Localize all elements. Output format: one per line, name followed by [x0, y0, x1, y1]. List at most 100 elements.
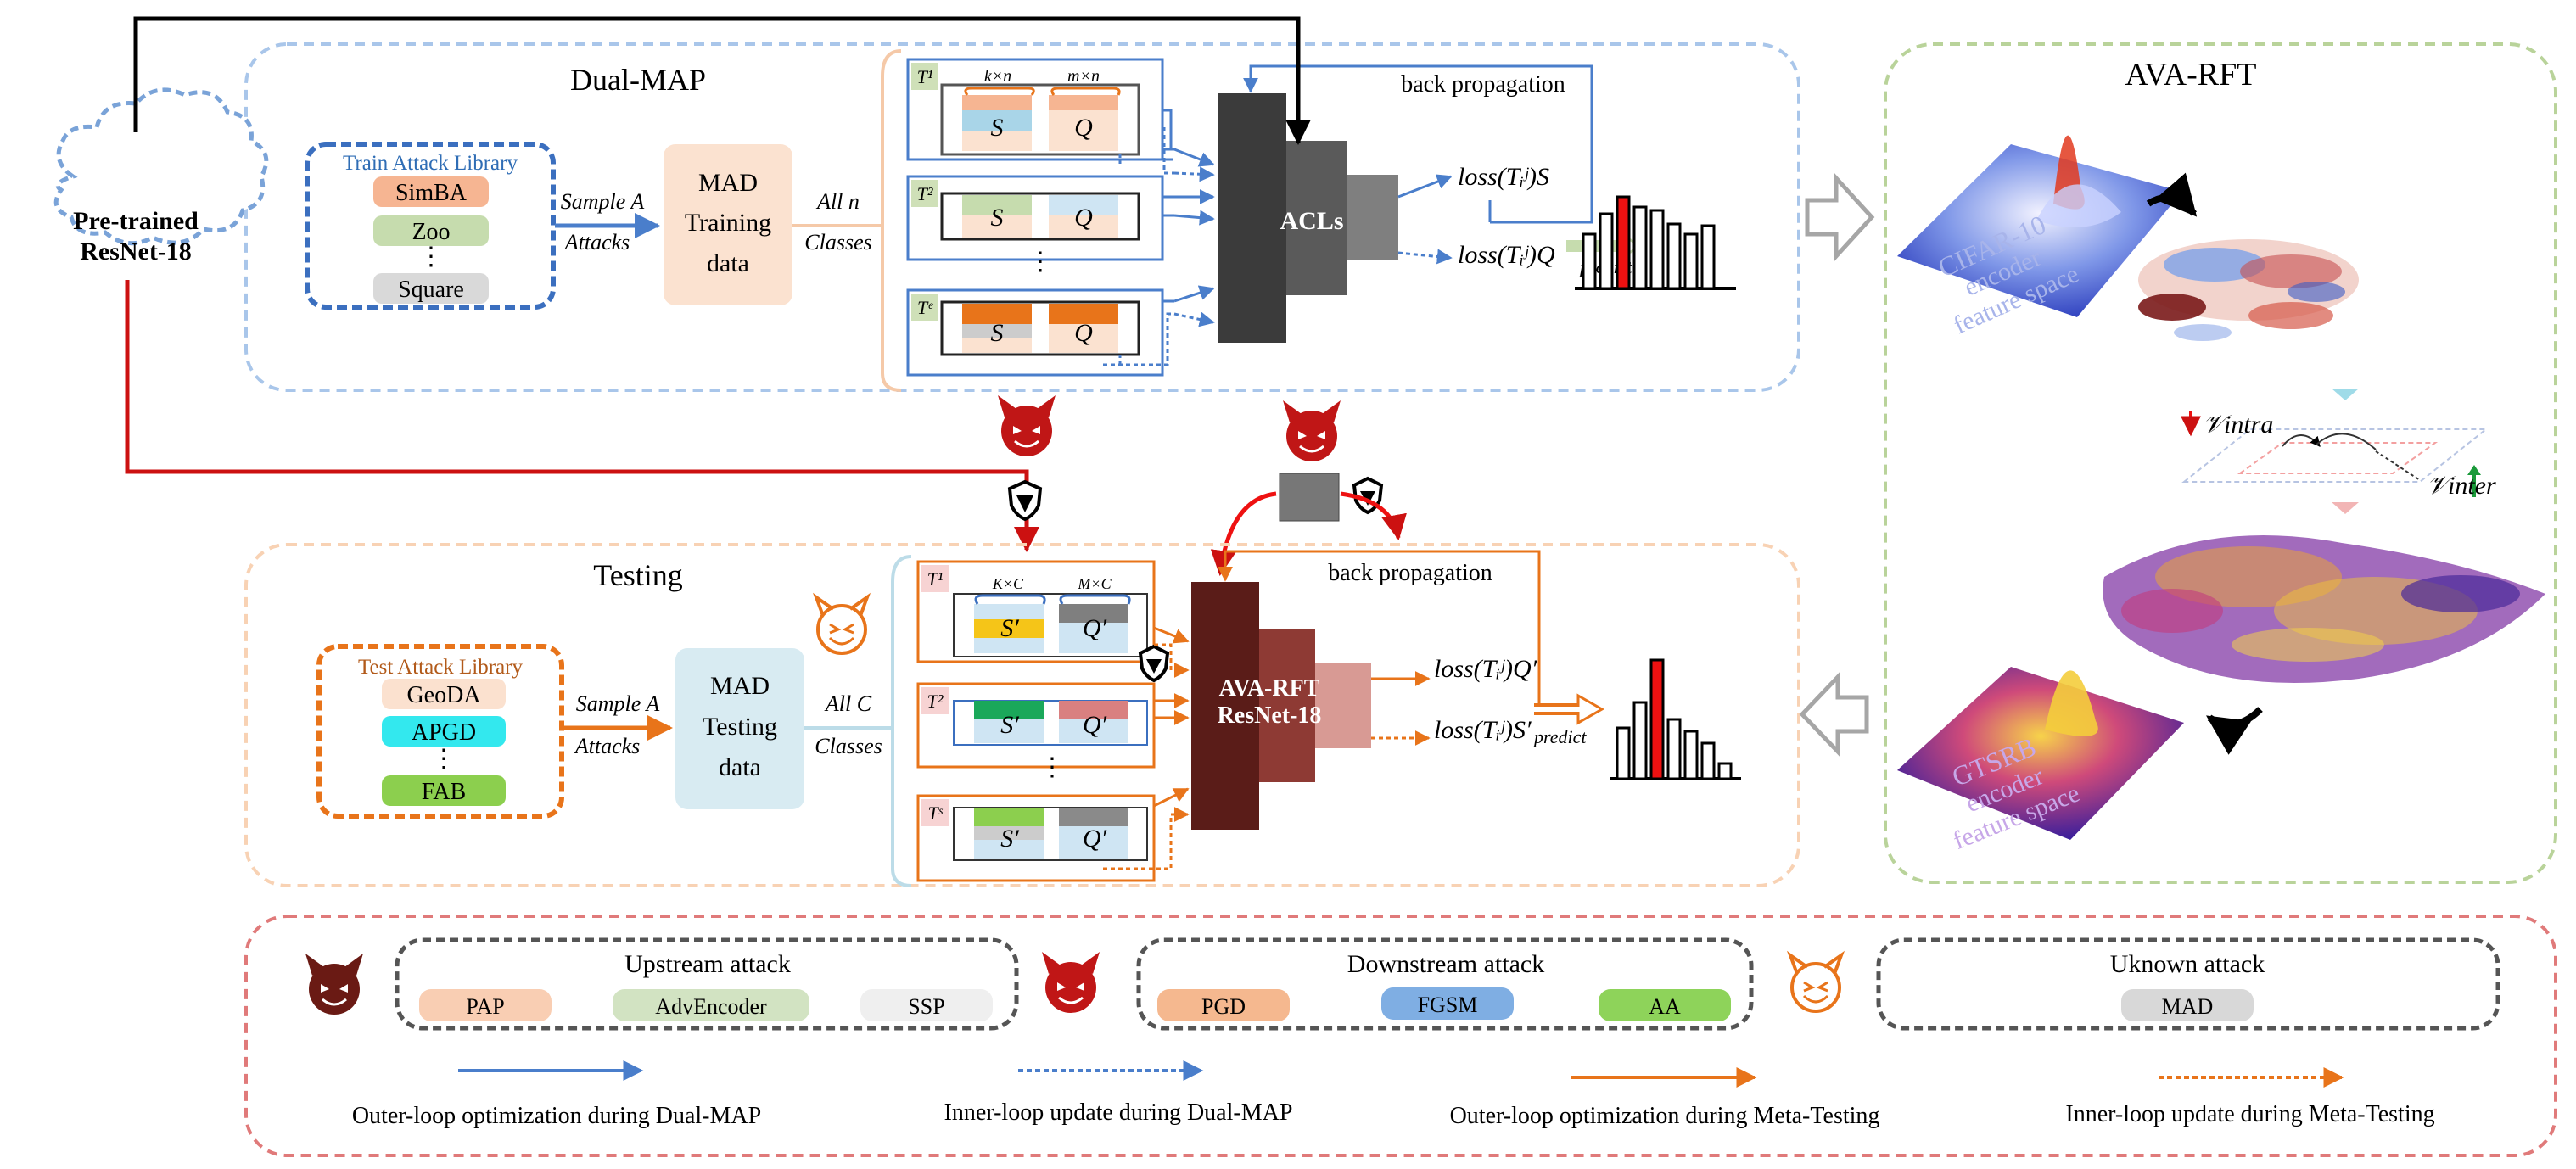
test-ellipsis: ⋮ — [431, 745, 456, 773]
task-bracket-train — [881, 49, 902, 392]
test-support-label-s: S′ — [1000, 825, 1019, 853]
test-task-1-label: T¹ — [927, 568, 944, 590]
downstream-title: Downstream attack — [1347, 950, 1544, 978]
square-label: Square — [398, 277, 464, 303]
test-task-s-label: Tˢ — [928, 803, 944, 824]
dim-right-train: m×n — [1067, 67, 1100, 86]
mad-training-line3: data — [707, 249, 749, 277]
ssp-chip — [860, 989, 993, 1021]
task-2-label: T² — [917, 183, 933, 204]
support-label-e: S — [991, 319, 1004, 347]
task-box-2: T² S Q ⋮ — [906, 175, 1164, 276]
devil-icon — [998, 395, 1056, 456]
back-propagation-train: back propagation — [1401, 71, 1565, 98]
loss-q-test-text: loss(Tᵢʲ)Q′ — [1434, 655, 1537, 683]
test-query-label-s: Q′ — [1083, 825, 1107, 853]
ava-rft-panel: AVA-RFT CIFAR-10 encoder feature space — [1884, 42, 2557, 884]
dim-left-test: K×C — [992, 575, 1024, 592]
shield-icon — [1007, 479, 1043, 522]
simba-chip — [373, 176, 489, 207]
pgd-label: PGD — [1201, 994, 1246, 1019]
task-box-e: Tᵉ S Q — [906, 288, 1164, 377]
noise-to-model-arrow — [1210, 491, 1277, 576]
test-library-title: Test Attack Library — [358, 656, 524, 679]
predict-label-test: predict — [1532, 726, 1587, 747]
mad-training-line1: MAD — [698, 169, 758, 197]
cluster-points-bottom — [2103, 535, 2545, 683]
cluster-points-top — [2138, 239, 2359, 341]
mad-testing-box — [675, 648, 804, 809]
fgsm-label: FGSM — [1418, 993, 1478, 1017]
v-inter-label: 𝒱inter — [2427, 472, 2496, 500]
devil-orange-icon-2 — [1786, 950, 1845, 1013]
task-box-1: T¹ k×n m×n S Q — [906, 58, 1164, 161]
classes-label-train-2: Classes — [804, 230, 871, 254]
zoo-label: Zoo — [412, 219, 450, 245]
right-hollow-arrow — [1805, 172, 1875, 262]
gtsrb-feature-surface: GTSRB encoder feature space — [1897, 667, 2184, 855]
support-label-1: S — [991, 114, 1004, 142]
legend-inner-test-label: Inner-loop update during Meta-Testing — [2065, 1101, 2434, 1127]
geoda-label: GeoDA — [406, 682, 481, 708]
back-propagation-test: back propagation — [1328, 560, 1492, 586]
loss-s-test-text: loss(Tᵢʲ)S′ — [1434, 716, 1532, 744]
legend-outer-test-label: Outer-loop optimization during Meta-Test… — [1450, 1103, 1880, 1129]
legend-panel: Upstream attack PAP AdvEncoder SSP Downs… — [244, 915, 2557, 1157]
test-task-to-model-arrows — [1103, 626, 1190, 870]
upstream-box — [395, 937, 1019, 1031]
test-attack-library: Test Attack Library GeoDA APGD ⋮ FAB — [316, 644, 564, 819]
test-query-label-1: Q′ — [1083, 614, 1107, 642]
mad-training-box — [664, 144, 792, 305]
task-ellipsis-test: ⋮ — [1039, 753, 1065, 781]
left-hollow-arrow — [1799, 671, 1869, 758]
pretrained-to-testing-arrow — [125, 280, 1039, 552]
legend-outer-dualmap-label: Outer-loop optimization during Dual-MAP — [352, 1103, 761, 1129]
back-prop-arrow-train — [1243, 64, 1593, 224]
intra-inter-diagram: 𝒱intra 𝒱inter — [2181, 411, 2496, 500]
unknown-box — [1876, 937, 2500, 1031]
test-support-label-1: S′ — [1000, 614, 1019, 642]
down-arrow-2 — [2332, 502, 2359, 514]
fab-label: FAB — [422, 779, 466, 805]
acls-network: ACLs — [1218, 93, 1398, 343]
train-ellipsis: ⋮ — [418, 243, 444, 271]
fgsm-chip — [1381, 987, 1514, 1020]
test-task-2-label: T² — [927, 691, 944, 712]
predict-histogram-test — [1610, 658, 1741, 780]
task-to-acls-arrows — [1103, 109, 1215, 366]
task-1-label: T¹ — [917, 66, 933, 87]
down-arrow-1 — [2332, 389, 2359, 400]
noise-patch — [1279, 473, 1340, 522]
loss-q-arrow — [1397, 249, 1453, 265]
dual-map-panel: Dual-MAP Train Attack Library SimBA Zoo … — [244, 42, 1800, 392]
pretrained-cloud: Pre-trained ResNet-18 — [53, 87, 269, 266]
aa-label: AA — [1649, 994, 1681, 1019]
pap-label: PAP — [466, 994, 504, 1019]
mad-testing-line2: Testing — [703, 713, 777, 741]
model-line1: AVA-RFT — [1219, 675, 1320, 702]
test-task-box-2: T² S′ Q′ ⋮ — [916, 682, 1156, 781]
curve-arrow-bottom — [2206, 707, 2263, 755]
square-chip — [373, 273, 489, 304]
task-bracket-test — [891, 555, 912, 887]
model-line2: ResNet-18 — [1218, 702, 1322, 729]
pretrained-to-acls-arrow — [133, 16, 1311, 145]
sample-label-test-1: Sample A — [576, 691, 660, 716]
classes-label-train-1: All n — [815, 189, 860, 214]
mad-testing-line1: MAD — [710, 672, 770, 700]
testing-panel: Testing Test Attack Library GeoDA APGD ⋮… — [244, 543, 1800, 887]
pgd-chip — [1157, 989, 1290, 1021]
pap-chip — [419, 989, 552, 1021]
sample-label-train-2: Attacks — [563, 230, 630, 254]
test-task-box-s: Tˢ S′ Q′ — [916, 794, 1156, 882]
simba-label: SimBA — [395, 180, 468, 206]
upstream-title: Upstream attack — [624, 950, 791, 978]
dual-map-title: Dual-MAP — [570, 63, 706, 97]
curve-arrow-top — [2146, 172, 2198, 217]
ssp-label: SSP — [908, 994, 944, 1019]
testing-title: Testing — [593, 558, 682, 592]
mad-training-line2: Training — [685, 209, 771, 237]
mad-chip — [2121, 989, 2254, 1021]
devil-icon-2 — [1283, 400, 1341, 461]
